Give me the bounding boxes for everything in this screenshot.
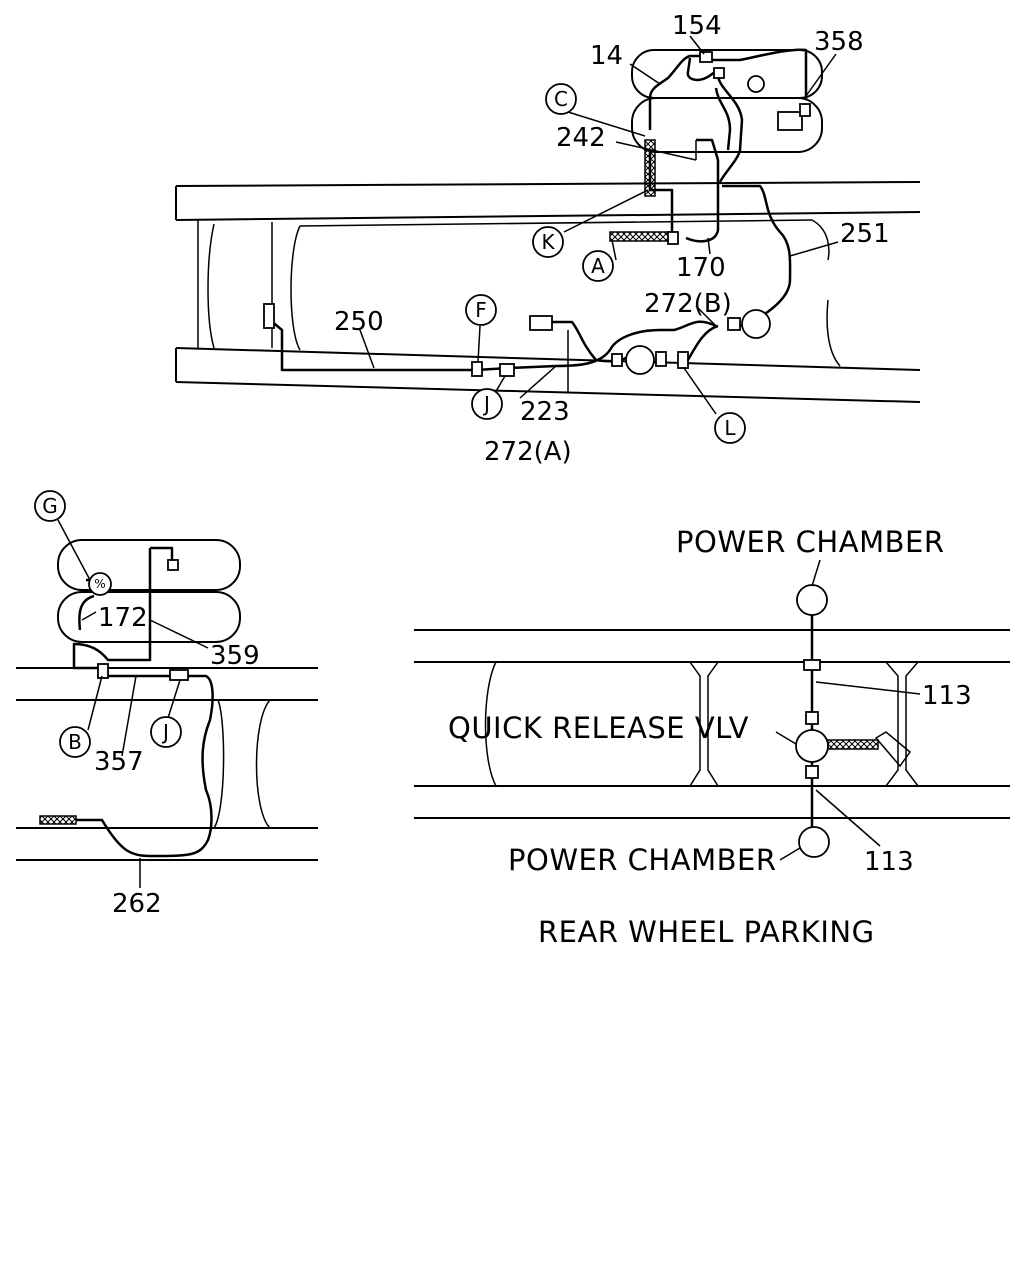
left-figure: % 172 359 357 262 G B J xyxy=(16,490,318,919)
label-quick-release-valve: QUICK RELEASE VLV xyxy=(448,711,749,745)
leaders-top xyxy=(359,35,839,415)
letter-callout-K: K xyxy=(532,226,564,258)
callout-250: 250 xyxy=(334,307,384,337)
fittings-top xyxy=(263,51,765,377)
letter-callout-F: F xyxy=(465,294,497,326)
label-power-chamber-bottom: POWER CHAMBER xyxy=(508,843,776,877)
callout-242: 242 xyxy=(556,123,606,153)
frame-rails-left xyxy=(16,667,318,861)
components-left: % xyxy=(39,559,189,825)
callout-358: 358 xyxy=(814,27,864,57)
letter-callout-C: C xyxy=(545,83,577,115)
svg-text:F: F xyxy=(475,298,487,322)
callout-251: 251 xyxy=(840,219,890,249)
letter-callout-G: G xyxy=(34,490,66,522)
letter-callout-J-top: J xyxy=(471,388,503,420)
hatched-hose-A xyxy=(609,231,671,242)
power-chamber-bottom-symbol xyxy=(798,826,830,858)
svg-text:G: G xyxy=(42,494,58,518)
pipe-network-left xyxy=(72,546,214,858)
label-power-chamber-top: POWER CHAMBER xyxy=(676,525,944,559)
frame-rail-upper xyxy=(175,181,921,221)
air-tank-lower xyxy=(631,97,823,153)
callout-14: 14 xyxy=(590,41,623,71)
callout-113-bottom: 113 xyxy=(864,847,914,877)
svg-text:K: K xyxy=(541,230,555,254)
rear-wheel-parking-figure: POWER CHAMBER QUICK RELEASE VLV POWER CH… xyxy=(414,525,1010,949)
svg-text:C: C xyxy=(554,87,568,111)
callout-262: 262 xyxy=(112,889,162,919)
callout-357: 357 xyxy=(94,747,144,777)
top-figure: 154 14 358 242 251 170 250 272(B) 223 27… xyxy=(175,11,921,467)
tank-valve-358 xyxy=(777,103,811,131)
callout-113-top: 113 xyxy=(922,681,972,711)
callout-272b: 272(B) xyxy=(644,289,732,319)
letter-callout-A: A xyxy=(582,250,614,282)
frame-rails-right xyxy=(414,629,1010,819)
power-chamber-top-symbol xyxy=(796,584,828,616)
section-title-rear-wheel-parking: REAR WHEEL PARKING xyxy=(538,915,875,949)
quick-release-valve-symbol xyxy=(795,659,912,779)
callout-172: 172 xyxy=(98,603,148,633)
hatched-hose-C xyxy=(644,139,656,197)
letter-callout-J-left: J xyxy=(150,716,182,748)
leaders-left xyxy=(57,519,209,888)
svg-text:J: J xyxy=(161,720,169,744)
letter-callout-L: L xyxy=(714,412,746,444)
relay-valve xyxy=(611,345,667,375)
leaders-right xyxy=(775,559,921,861)
callout-272a: 272(A) xyxy=(484,437,572,467)
svg-text:B: B xyxy=(68,730,82,754)
frame-rail-lower xyxy=(175,347,921,403)
callout-170: 170 xyxy=(676,253,726,283)
svg-text:A: A xyxy=(591,254,605,278)
callout-223: 223 xyxy=(520,397,570,427)
svg-text:L: L xyxy=(724,416,736,440)
spring-chamber xyxy=(727,309,771,339)
cross-members xyxy=(197,219,841,367)
callout-154: 154 xyxy=(672,11,722,41)
svg-text:J: J xyxy=(482,392,490,416)
letter-callout-B: B xyxy=(59,726,91,758)
svg-text:%: % xyxy=(94,577,105,591)
callout-359: 359 xyxy=(210,641,260,671)
